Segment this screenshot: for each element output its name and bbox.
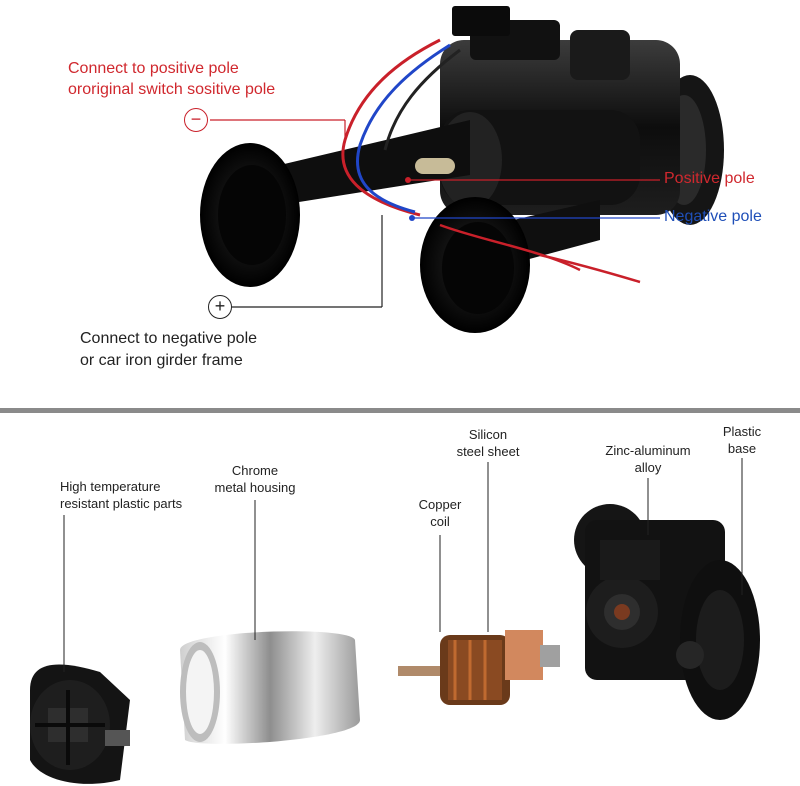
copper-coil-label: Copper coil xyxy=(410,496,470,530)
positive-pole-label: Positive pole xyxy=(664,170,755,187)
plastic-base-line1: Plastic xyxy=(722,424,762,439)
chrome-housing-image xyxy=(180,631,360,744)
dual-horn-image xyxy=(200,6,724,333)
copper-coil-line2: coil xyxy=(430,514,450,529)
positive-connection-line1: Connect to positive pole xyxy=(68,60,239,77)
negative-connection-line1: Connect to negative pole xyxy=(80,330,258,347)
negative-connection-line2: or car iron girder frame xyxy=(80,352,243,369)
zinc-alloy-line1: Zinc-aluminum xyxy=(605,443,691,458)
plastic-part-image xyxy=(30,664,130,784)
chrome-housing-line1: Chrome xyxy=(231,463,279,478)
armature-coil-image xyxy=(398,630,560,705)
plastic-parts-line1: High temperature xyxy=(60,479,161,494)
silicon-steel-line2: steel sheet xyxy=(456,444,520,459)
minus-symbol: − xyxy=(184,108,208,132)
silicon-steel-line1: Silicon xyxy=(468,427,508,442)
minus-symbol-text: − xyxy=(190,109,202,129)
negative-pole-label: Negative pole xyxy=(664,208,762,225)
plus-symbol: + xyxy=(208,295,232,319)
top-leader-lines xyxy=(210,119,660,308)
plastic-base-label: Plastic base xyxy=(712,423,772,457)
positive-connection-line2: ororiginal switch sositive pole xyxy=(68,81,276,98)
negative-connection-label: Connect to negative pole or car iron gir… xyxy=(80,328,257,372)
zinc-alloy-label: Zinc-aluminum alloy xyxy=(598,442,698,476)
chrome-housing-label: Chrome metal housing xyxy=(205,462,305,496)
zinc-alloy-line2: alloy xyxy=(634,460,662,475)
positive-connection-label: Connect to positive pole ororiginal swit… xyxy=(68,58,275,100)
plastic-base-line2: base xyxy=(727,441,757,456)
compressor-base-image xyxy=(574,504,760,720)
chrome-housing-line2: metal housing xyxy=(214,480,296,495)
plus-symbol-text: + xyxy=(214,296,226,316)
section-divider xyxy=(0,408,800,413)
copper-coil-line1: Copper xyxy=(418,497,462,512)
bottom-leader-lines xyxy=(63,458,743,672)
plastic-parts-line2: resistant plastic parts xyxy=(60,496,183,511)
plastic-parts-label: High temperature resistant plastic parts xyxy=(60,478,182,512)
silicon-steel-label: Silicon steel sheet xyxy=(448,426,528,460)
